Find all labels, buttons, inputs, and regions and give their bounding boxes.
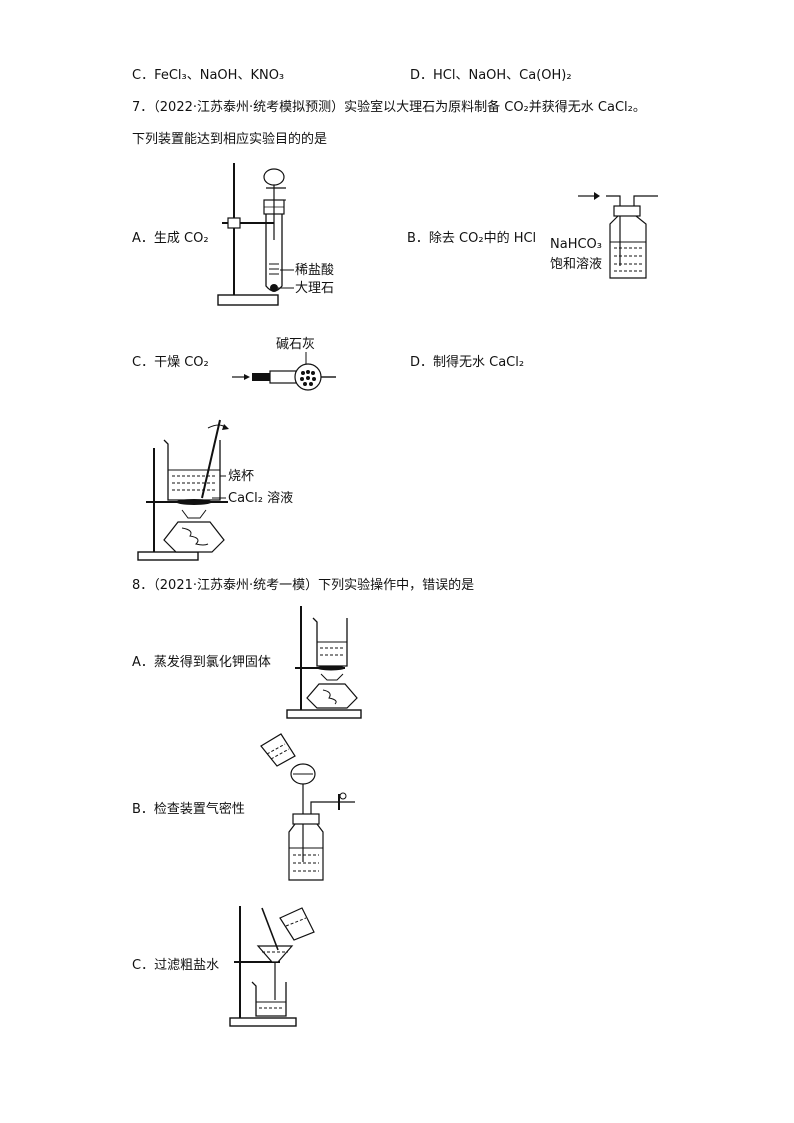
q7-option-c: C．干燥 CO₂ xyxy=(132,355,209,370)
q8-option-b: B．检查装置气密性 xyxy=(132,802,245,817)
q7-stem-line1: 7．（2022·江苏泰州·统考模拟预测）实验室以大理石为原料制备 CO₂并获得无… xyxy=(132,100,646,115)
fig-filtration xyxy=(229,906,315,1027)
label-marble: 大理石 xyxy=(295,281,334,296)
fig-evaporate-cacl2: 烧杯 CaCl₂ 溶液 xyxy=(137,419,293,561)
q8-stem: 8．（2021·江苏泰州·统考一模）下列实验操作中，错误的是 xyxy=(132,578,475,593)
fig-airtight-check xyxy=(260,733,355,881)
fig-drying-tube: 碱石灰 xyxy=(232,337,336,391)
label-beaker: 烧杯 xyxy=(228,469,254,484)
fig-evaporate-kcl xyxy=(286,606,362,719)
q8-option-c: C．过滤粗盐水 xyxy=(132,958,220,973)
label-nahco3: NaHCO₃ xyxy=(550,237,602,252)
q8-option-a: A．蒸发得到氯化钾固体 xyxy=(132,655,271,670)
q6-option-d: D．HCl、NaOH、Ca(OH)₂ xyxy=(410,68,572,83)
label-dilute-hcl: 稀盐酸 xyxy=(295,263,334,278)
q7-option-d: D．制得无水 CaCl₂ xyxy=(410,355,525,370)
label-soda-lime: 碱石灰 xyxy=(276,337,315,352)
label-saturated-solution: 饱和溶液 xyxy=(550,257,602,272)
q7-option-b: B．除去 CO₂中的 HCl xyxy=(407,231,537,246)
q7-stem-line2: 下列装置能达到相应实验目的的是 xyxy=(132,132,328,147)
label-cacl2-solution: CaCl₂ 溶液 xyxy=(228,491,293,506)
fig-generate-co2-apparatus: 稀盐酸 大理石 xyxy=(217,163,334,306)
q6-option-c: C．FeCl₃、NaOH、KNO₃ xyxy=(132,68,285,83)
q7-option-a: A．生成 CO₂ xyxy=(132,231,209,246)
fig-nahco3-wash-bottle: NaHCO₃ 饱和溶液 xyxy=(550,192,658,279)
